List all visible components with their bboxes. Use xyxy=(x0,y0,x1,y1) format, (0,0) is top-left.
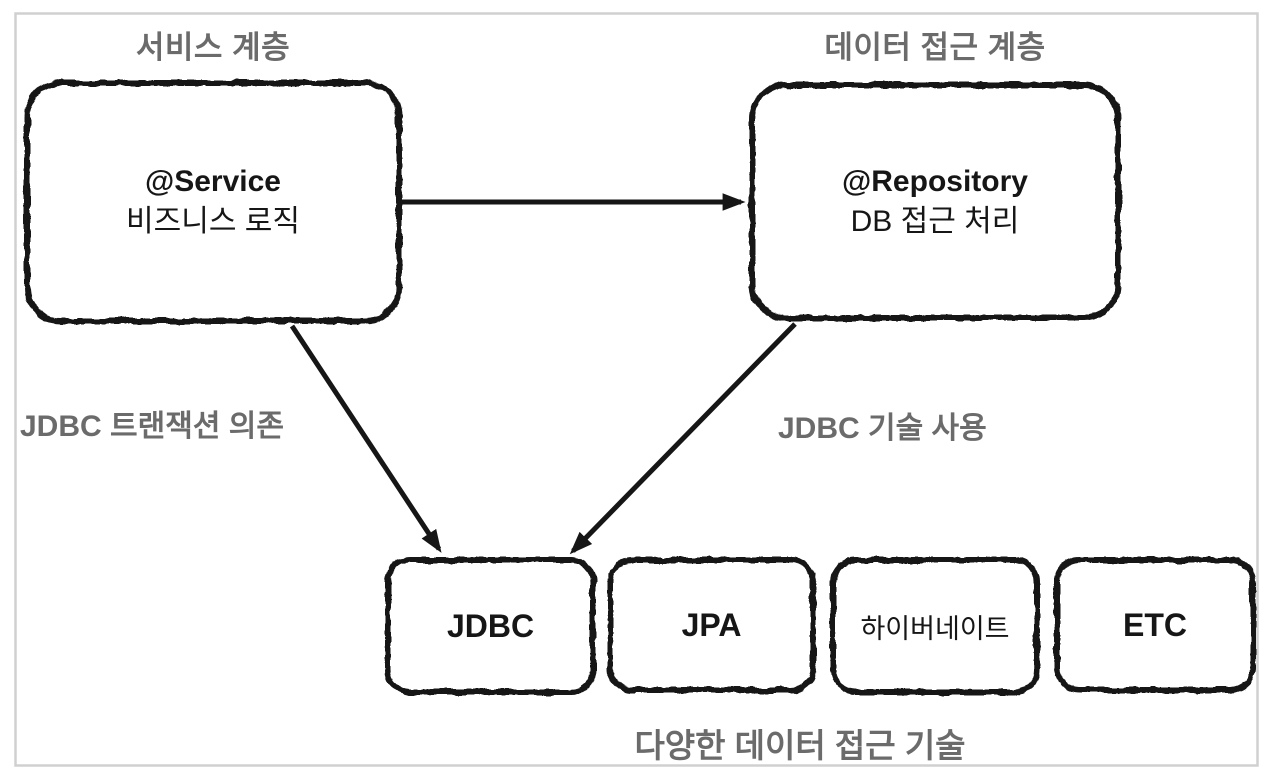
edge-label-jdbc-technology-usage: JDBC 기술 사용 xyxy=(778,412,987,445)
tech-box-jdbc: JDBC xyxy=(446,607,535,644)
outer-frame xyxy=(14,12,1259,767)
service-box-annotation: @Service xyxy=(144,165,281,199)
service-layer-title: 서비스 계층 xyxy=(135,30,291,65)
jdbc-box-border xyxy=(385,557,596,695)
tech-box-hibernate: 하이버네이트 xyxy=(860,613,1010,644)
etc-box-border xyxy=(1054,557,1256,693)
service-box-description: 비즈니스 로직 xyxy=(126,205,300,238)
data-access-layer-title: 데이터 접근 계층 xyxy=(824,30,1046,65)
repository-box-border xyxy=(749,82,1121,321)
bottom-row-caption: 다양한 데이터 접근 기술 xyxy=(634,727,966,764)
repository-box: @Repository DB 접근 처리 xyxy=(752,85,1118,318)
tech-box-jpa: JPA xyxy=(681,606,742,643)
repository-box-annotation: @Repository xyxy=(842,164,1028,198)
jpa-box-border xyxy=(607,557,816,693)
tech-box-etc: ETC xyxy=(1123,606,1187,643)
repository-box-description: DB 접근 처리 xyxy=(850,204,1020,238)
service-box: @Service 비즈니스 로직 xyxy=(27,83,399,321)
hibernate-box-border xyxy=(830,557,1040,695)
arrow-repository-to-jdbc xyxy=(569,322,797,555)
edge-label-jdbc-transaction-dependency: JDBC 트랜잭션 의존 xyxy=(20,410,284,443)
service-box-border xyxy=(24,80,402,324)
arrow-service-to-jdbc xyxy=(289,324,442,553)
